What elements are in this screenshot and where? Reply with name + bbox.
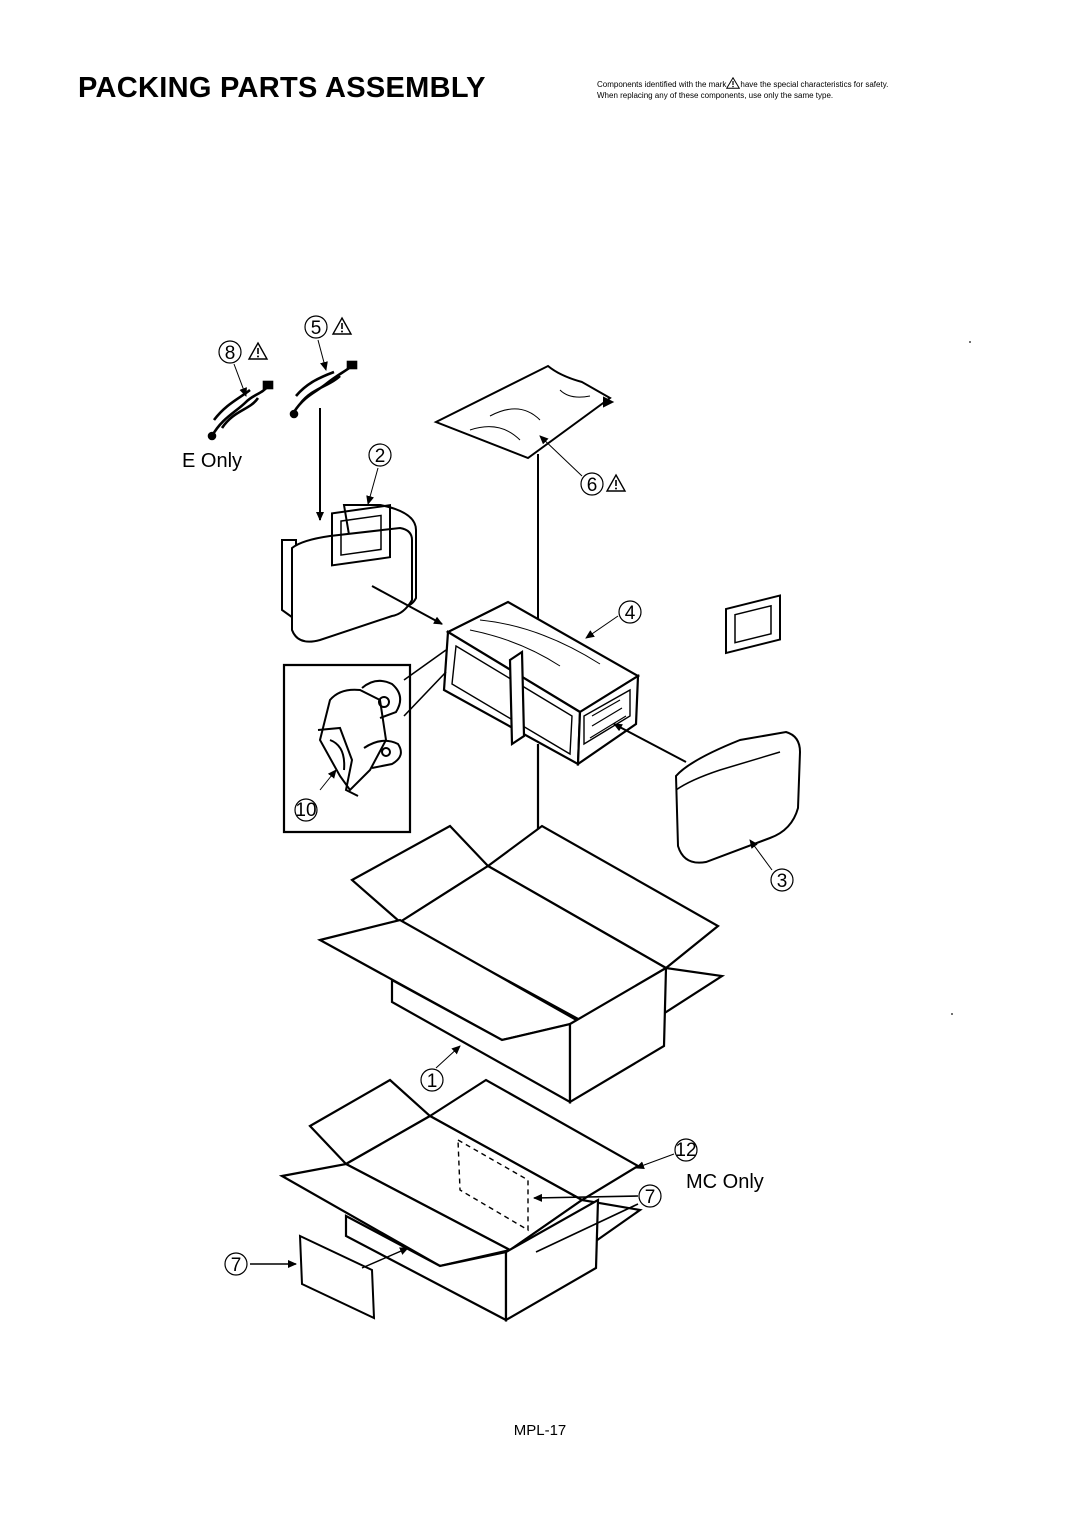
svg-text:1: 1: [427, 1071, 438, 1092]
safety-note: Components identified with the mark have …: [597, 77, 1017, 101]
svg-text:4: 4: [625, 603, 636, 624]
warning-triangle-icon: [726, 77, 741, 89]
callout-8: 8: [218, 340, 268, 397]
callout-6: 6: [539, 435, 626, 496]
svg-text:6: 6: [587, 475, 598, 496]
warning-triangle-icon: [606, 474, 626, 492]
carton-box: [317, 824, 726, 1104]
callout-10: 10: [294, 798, 318, 822]
svg-text:3: 3: [777, 871, 788, 892]
mc-only-label: MC Only: [686, 1171, 764, 1193]
callout-7: 7: [224, 1252, 297, 1276]
svg-text:10: 10: [295, 800, 316, 821]
detail-inset: [282, 649, 447, 834]
svg-text:5: 5: [311, 318, 322, 339]
main-unit-wrapped: [442, 600, 641, 767]
safety-note-text-a: Components identified with the mark: [597, 80, 727, 89]
svg-text:8: 8: [225, 343, 236, 364]
e-only-label: E Only: [182, 450, 242, 472]
cushion-left: [281, 504, 417, 643]
svg-text:12: 12: [675, 1140, 696, 1161]
placement-arrow: [371, 585, 443, 625]
callout-2: 2: [366, 443, 392, 505]
svg-text:7: 7: [231, 1255, 242, 1276]
svg-text:7: 7: [645, 1187, 656, 1208]
callout-12: 12: [635, 1138, 698, 1169]
callout-7-mc: 7: [533, 1184, 662, 1253]
warning-triangle-icon: [332, 317, 352, 335]
warning-triangle-icon: [248, 342, 268, 360]
callout-4: 4: [585, 600, 642, 639]
polybag: [433, 364, 615, 460]
callout-5: 5: [304, 315, 352, 371]
safety-note-text-b: have the special characteristics for saf…: [740, 80, 889, 89]
power-cord-e-only: [207, 380, 274, 441]
callout-3: 3: [749, 839, 794, 892]
carton-box-mc: [278, 1078, 643, 1322]
svg-text:2: 2: [375, 446, 386, 467]
cushion-right: [674, 594, 802, 864]
placement-arrow: [613, 723, 687, 763]
callout-1: 1: [420, 1045, 461, 1092]
safety-note-text-c: When replacing any of these components, …: [597, 91, 834, 100]
page-title: PACKING PARTS ASSEMBLY: [78, 72, 486, 104]
page-id: MPL-17: [513, 1422, 567, 1439]
power-cord: [289, 360, 358, 419]
label-sheet: [298, 1234, 409, 1320]
